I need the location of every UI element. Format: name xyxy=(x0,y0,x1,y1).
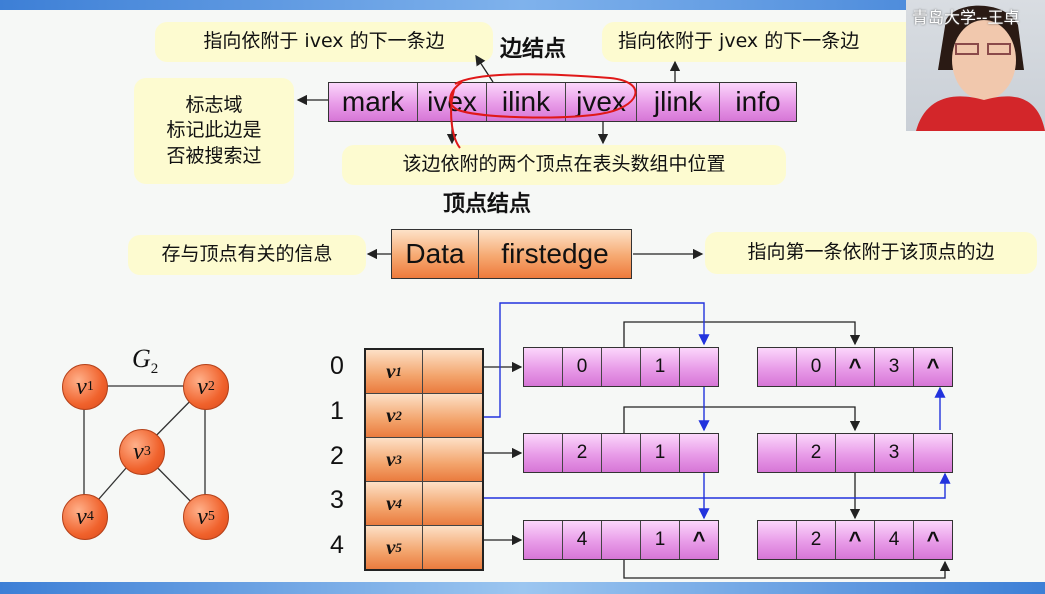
node-field: 3 xyxy=(874,348,913,386)
edge-node-2: 2 1 xyxy=(523,433,719,473)
node-field xyxy=(601,348,640,386)
mark-note-line-3: 否被搜索过 xyxy=(166,144,262,167)
node-field: 3 xyxy=(874,434,913,472)
node-field xyxy=(758,521,796,559)
head-cell-pointer xyxy=(423,438,482,481)
node-field xyxy=(758,434,796,472)
index-4: 4 xyxy=(330,531,344,559)
mark-note-line-2: 标记此边是 xyxy=(166,119,262,142)
node-field xyxy=(524,521,562,559)
node-field: 1 xyxy=(640,521,679,559)
node-field: 2 xyxy=(796,434,835,472)
field-mark: mark xyxy=(341,86,405,117)
node-field xyxy=(601,434,640,472)
index-2: 2 xyxy=(330,442,344,470)
vertex-node-record: Data firstedge xyxy=(391,229,632,279)
node-field: 2 xyxy=(562,434,601,472)
node-field: 1 xyxy=(640,434,679,472)
head-cell-pointer xyxy=(423,526,482,569)
field-jlink: jlink xyxy=(636,83,719,121)
node-field xyxy=(758,348,796,386)
head-cell-pointer xyxy=(423,350,482,393)
watermark: 青岛大学--王卓 xyxy=(912,8,1020,27)
field-firstedge: firstedge xyxy=(478,230,631,278)
graph-label: G2 xyxy=(132,344,159,378)
index-1: 1 xyxy=(330,397,344,425)
node-field: 2 xyxy=(796,521,835,559)
mark-note: 标志域 标记此边是 否被搜索过 xyxy=(134,78,294,184)
node-field: 4 xyxy=(874,521,913,559)
vex-position-note: 该边依附的两个顶点在表头数组中位置 xyxy=(342,145,786,185)
index-3: 3 xyxy=(330,486,344,514)
edge-node-0: 0 1 xyxy=(523,347,719,387)
presenter-figure xyxy=(916,5,1045,131)
edge-node-3: 2 3 xyxy=(757,433,953,473)
presenter-video: 青岛大学--王卓 xyxy=(906,0,1045,131)
edge-node-title: 边结点 xyxy=(500,37,567,62)
bottom-accent-bar xyxy=(0,582,1045,594)
node-field: ^ xyxy=(913,348,952,386)
node-field xyxy=(601,521,640,559)
mark-note-line-1: 标志域 xyxy=(185,93,243,116)
field-data: Data xyxy=(405,238,465,269)
node-field xyxy=(524,434,562,472)
edge-node-5: 2 ^ 4 ^ xyxy=(757,520,953,560)
head-cell-pointer xyxy=(423,394,482,437)
edge-node-record: mark ivex ilink jvex jlink info xyxy=(328,82,797,122)
node-field: 0 xyxy=(562,348,601,386)
node-field: ^ xyxy=(679,521,718,559)
firstedge-note: 指向第一条依附于该顶点的边 xyxy=(705,232,1037,274)
field-jvex: jvex xyxy=(565,83,636,121)
node-field: ^ xyxy=(835,521,874,559)
node-field: 1 xyxy=(640,348,679,386)
node-field xyxy=(679,434,718,472)
field-info: info xyxy=(719,83,796,121)
node-field xyxy=(835,434,874,472)
node-field xyxy=(524,348,562,386)
node-field: 0 xyxy=(796,348,835,386)
node-field xyxy=(913,434,952,472)
node-field xyxy=(679,348,718,386)
node-field: ^ xyxy=(913,521,952,559)
vertex-node-title: 顶点结点 xyxy=(443,192,532,217)
top-accent-bar xyxy=(0,0,1045,10)
ilink-note: 指向依附于 ivex 的下一条边 xyxy=(155,22,493,62)
head-cell-pointer xyxy=(423,482,482,525)
index-0: 0 xyxy=(330,352,344,380)
jlink-note: 指向依附于 jvex 的下一条边 xyxy=(602,22,922,62)
edge-node-1: 0 ^ 3 ^ xyxy=(757,347,953,387)
node-field: 4 xyxy=(562,521,601,559)
field-ivex: ivex xyxy=(417,83,486,121)
node-field: ^ xyxy=(835,348,874,386)
field-ilink: ilink xyxy=(486,83,565,121)
edge-node-4: 4 1 ^ xyxy=(523,520,719,560)
data-note: 存与顶点有关的信息 xyxy=(128,235,366,275)
